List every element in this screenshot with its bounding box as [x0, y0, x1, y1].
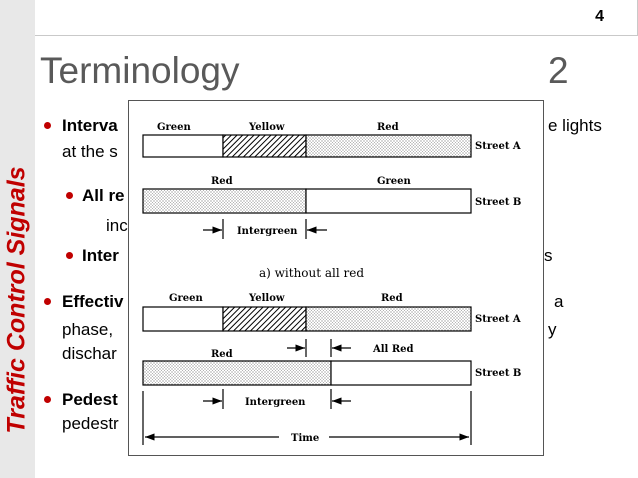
street-a-yellow-segment: [222, 134, 307, 158]
sidebar: Traffic Control Signals: [0, 0, 35, 478]
bullet-interval-line2: at the s: [62, 142, 118, 161]
bullet-pedestrian-line2: pedestr: [62, 414, 119, 433]
label-green-b: Green: [377, 176, 412, 187]
label-intergreen-a: Intergreen: [237, 226, 298, 237]
sub-bullet-all-red: All re: [82, 186, 125, 205]
bullet-interval-end: e lights: [548, 116, 602, 135]
bullet-effective: Effectiv: [62, 292, 124, 311]
label-street-b: Street B: [475, 197, 521, 208]
street-a2-yellow-segment: [222, 306, 307, 332]
street-b-red-segment: [142, 188, 307, 214]
label-yellow-b2: Yellow: [248, 293, 285, 304]
bullet-effective-line3: dischar: [62, 344, 117, 363]
street-b-green-segment: [305, 188, 472, 214]
caption-without-all-red: a) without all red: [259, 266, 364, 280]
label-green-b2: Green: [169, 293, 204, 304]
label-green-a: Green: [157, 122, 192, 133]
bullet-effective-line2: phase,: [62, 320, 114, 339]
label-red-b: Red: [211, 176, 233, 187]
label-red-b3: Red: [211, 349, 233, 360]
bullet-icon: [66, 252, 73, 259]
bullet-icon: [44, 122, 51, 129]
intergreen-timing-diagram: Green Yellow Red Street A Red Green Stre…: [128, 100, 544, 456]
bullet-pedestrian: Pedest: [62, 390, 118, 409]
street-a2-green-segment: [142, 306, 224, 332]
label-street-a2: Street A: [475, 314, 521, 325]
label-red-b2: Red: [381, 293, 403, 304]
slide-title-number: 2: [548, 50, 569, 91]
bullet-effective-line2-end: y: [548, 320, 557, 339]
street-a-red-segment: [305, 134, 472, 158]
label-all-red: All Red: [372, 344, 414, 355]
bullet-icon: [44, 298, 51, 305]
label-time: Time: [291, 433, 319, 444]
bullet-interval: Interva: [62, 116, 118, 135]
label-intergreen-b: Intergreen: [245, 397, 306, 408]
sub-bullet-all-red-line2: inc: [106, 216, 128, 235]
label-street-a: Street A: [475, 141, 521, 152]
sub-bullet-intergreen-end: s: [544, 246, 553, 265]
street-b2-green-segment: [330, 360, 472, 386]
bullet-effective-end: a: [554, 292, 564, 311]
sidebar-title: Traffic Control Signals: [2, 166, 31, 434]
street-b2-red-segment: [142, 360, 332, 386]
timing-diagram-svg: Green Yellow Red Street A Red Green Stre…: [142, 122, 521, 445]
street-a2-red-segment: [305, 306, 472, 332]
sub-bullet-intergreen: Inter: [82, 246, 119, 265]
bullet-icon: [44, 396, 51, 403]
bullet-icon: [66, 192, 73, 199]
slide-title: Terminology: [40, 50, 240, 91]
street-a-green-segment: [142, 134, 224, 158]
label-street-b2: Street B: [475, 368, 521, 379]
label-yellow-a: Yellow: [248, 122, 285, 133]
label-red-a: Red: [377, 122, 399, 133]
header-rule: [35, 0, 638, 36]
page-number: 4: [595, 8, 604, 25]
